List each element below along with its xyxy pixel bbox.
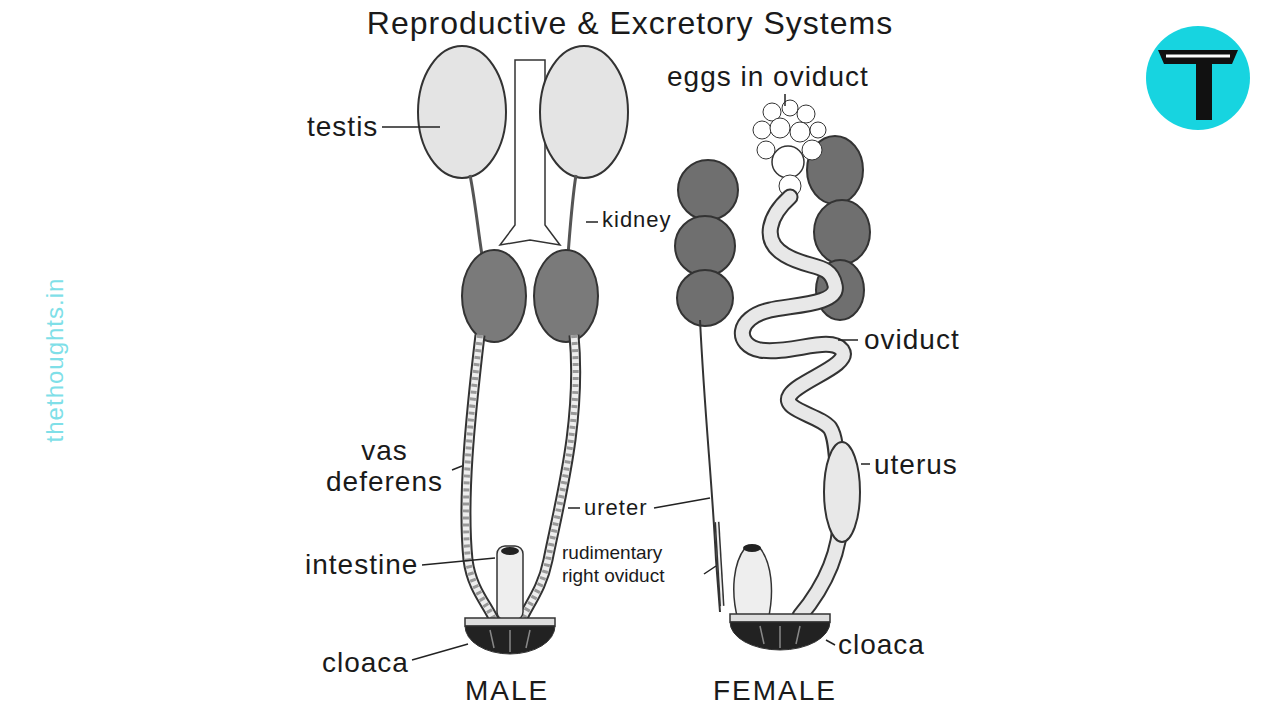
leader-line <box>586 221 598 223</box>
egg <box>753 121 771 139</box>
female-kidney-right <box>814 200 870 264</box>
egg <box>802 140 822 160</box>
logo-mark <box>1158 50 1238 120</box>
female-intestine <box>734 548 772 620</box>
intestine-opening <box>743 544 761 552</box>
part-label: rudimentary right oviduct <box>562 542 702 588</box>
leader-line <box>452 466 462 470</box>
male-kidney-left <box>462 250 526 342</box>
leader-line <box>784 94 786 106</box>
watermark: thethoughts.in <box>42 278 68 443</box>
leader-line <box>861 463 870 465</box>
egg <box>790 122 810 142</box>
male-kidney-right <box>534 250 598 342</box>
female-kidney-left <box>675 216 735 276</box>
leader-line <box>838 339 858 341</box>
vas-deferens-tubes <box>466 335 576 622</box>
logo-highlight <box>1166 55 1230 58</box>
egg-cluster <box>753 100 826 197</box>
part-label: intestine <box>305 550 418 581</box>
egg <box>770 118 790 138</box>
leader-line <box>704 566 716 574</box>
cloaca-rim <box>730 614 830 622</box>
female-ureter <box>700 320 720 612</box>
rudimentary-oviduct-fill <box>717 522 722 606</box>
part-label: kidney <box>602 208 672 232</box>
part-label: eggs in oviduct <box>667 62 869 93</box>
leader-line <box>826 640 835 645</box>
leader-line <box>422 558 495 565</box>
logo-circle <box>1146 26 1250 130</box>
leader-line <box>382 126 440 128</box>
egg <box>797 105 815 123</box>
vas-fill <box>466 335 495 622</box>
male-cloaca <box>465 626 555 654</box>
cloaca-rim <box>465 618 555 626</box>
leader-line <box>568 507 580 509</box>
sex-label: MALE <box>465 676 549 707</box>
egg <box>810 122 826 138</box>
sex-label: FEMALE <box>713 676 837 707</box>
part-label: cloaca <box>322 648 409 679</box>
vas-outline <box>466 335 495 622</box>
female-cloaca <box>730 622 830 650</box>
rudimentary-oviduct <box>717 522 722 606</box>
egg <box>772 146 804 178</box>
male-intestine <box>497 546 523 620</box>
male-testis-left <box>418 46 506 178</box>
uterus-shape <box>824 442 860 542</box>
part-label: ureter <box>584 496 647 520</box>
leader-line <box>412 644 468 660</box>
intestine-opening <box>501 547 519 555</box>
vas-beads <box>466 335 495 622</box>
cloaca-folds <box>760 626 800 648</box>
diagram-title: Reproductive & Excretory Systems <box>367 6 893 41</box>
part-label: cloaca <box>838 630 925 661</box>
part-label: uterus <box>874 450 958 481</box>
part-label: oviduct <box>864 325 960 356</box>
leader-line <box>654 498 710 508</box>
male-duct <box>470 175 482 255</box>
female-kidney-left <box>678 160 738 220</box>
female-kidney-left <box>677 270 733 326</box>
male-testis-right <box>540 46 628 178</box>
part-label: vas deferens <box>322 436 447 498</box>
cloaca-folds <box>490 630 530 652</box>
male-duct <box>568 175 576 255</box>
part-label: testis <box>307 112 378 143</box>
leader-lines <box>382 94 870 660</box>
